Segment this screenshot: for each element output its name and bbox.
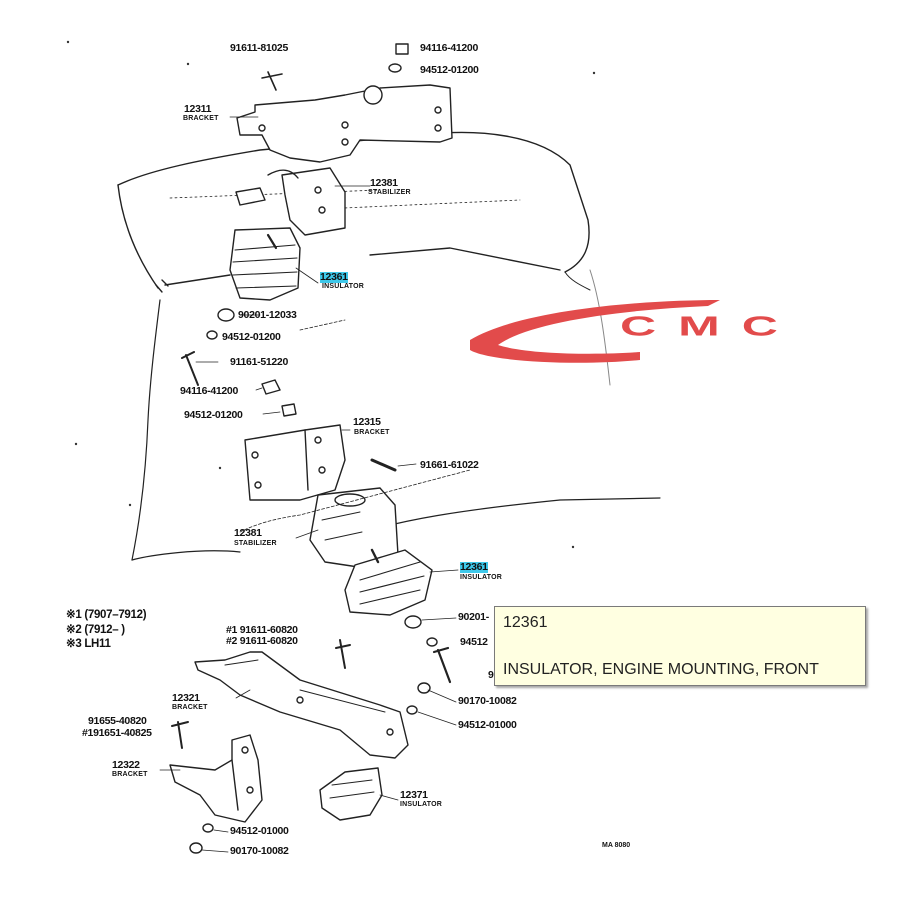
part-number-label[interactable]: 91655-40820 (88, 715, 147, 727)
part-number-label-highlighted[interactable]: 12361 (320, 271, 348, 283)
bracket-12315 (244, 424, 346, 501)
part-number-label[interactable]: 90170-10082 (458, 695, 517, 707)
part-number-label[interactable]: 12311 (184, 103, 212, 115)
tooltip-part-number: 12361 (503, 614, 548, 631)
engine-block-outline (117, 131, 590, 273)
insulator-12371 (319, 767, 383, 821)
part-number-label[interactable]: #2 91611-60820 (226, 635, 298, 647)
legend-line: ※2 (7912– ) (66, 623, 125, 636)
part-number-label[interactable]: 94116-41200 (180, 385, 239, 397)
insulator-12361-top (229, 227, 301, 301)
part-number-label[interactable]: #191651-40825 (82, 727, 152, 739)
bracket-12311 (236, 84, 453, 163)
part-name-label: BRACKET (172, 704, 208, 711)
tooltip-description: INSULATOR, ENGINE MOUNTING, FRONT (503, 661, 819, 678)
part-number-label[interactable]: 94512 (460, 636, 488, 648)
bracket-12322 (169, 734, 263, 823)
part-number-label[interactable]: 91661-61022 (420, 459, 479, 471)
legend-line: ※3 LH11 (66, 638, 111, 650)
cmc-logo (470, 300, 720, 363)
part-number-label[interactable]: 91611-81025 (230, 42, 289, 54)
part-number-label[interactable]: 12315 (353, 416, 381, 428)
legend: ※1 (7907–7912) ※2 (7912– ) ※3 LH11 (66, 609, 147, 651)
part-number-label-highlighted[interactable]: 12361 (460, 561, 488, 573)
part-number-label[interactable]: 94512-01200 (420, 64, 479, 76)
part-number-label[interactable]: 94512-01000 (230, 825, 289, 837)
part-number-label[interactable]: #1 91611-60820 (226, 624, 298, 636)
part-number-label[interactable]: 91161-51220 (230, 356, 289, 368)
part-name-label: STABILIZER (368, 189, 411, 196)
part-name-label: STABILIZER (234, 540, 277, 547)
part-number-label[interactable]: 9 (488, 669, 494, 681)
part-name-label: INSULATOR (322, 283, 364, 290)
bracket-12321 (194, 651, 409, 759)
part-number-label[interactable]: 94512-01200 (184, 409, 243, 421)
part-number-label[interactable]: 12381 (234, 527, 262, 539)
part-number-label[interactable]: 12321 (172, 692, 200, 704)
part-name-label: INSULATOR (460, 574, 502, 581)
part-number-label[interactable]: 90201- (458, 611, 489, 623)
part-number-label[interactable]: 94512-01200 (222, 331, 281, 343)
part-number-label[interactable]: 12381 (370, 177, 398, 189)
cmc-logo-text: CMC (620, 310, 800, 342)
part-number-label[interactable]: 90201-12033 (238, 309, 297, 321)
stabilizer-12381-top (281, 167, 346, 236)
part-name-label: BRACKET (354, 429, 390, 436)
part-name-label: BRACKET (183, 115, 219, 122)
part-number-label[interactable]: 94512-01000 (458, 719, 517, 731)
diagram-code: MA 8080 (602, 842, 631, 849)
insulator-12361-mid (344, 549, 433, 616)
part-number-label[interactable]: 12371 (400, 789, 428, 801)
part-number-label[interactable]: 12322 (112, 759, 140, 771)
part-number-label[interactable]: 90170-10082 (230, 845, 289, 857)
legend-line: ※1 (7907–7912) (66, 609, 147, 621)
part-name-label: BRACKET (112, 771, 148, 778)
part-number-label[interactable]: 94116-41200 (420, 42, 479, 54)
part-name-label: INSULATOR (400, 801, 442, 808)
part-tooltip: 12361 INSULATOR, ENGINE MOUNTING, FRONT (494, 606, 866, 686)
